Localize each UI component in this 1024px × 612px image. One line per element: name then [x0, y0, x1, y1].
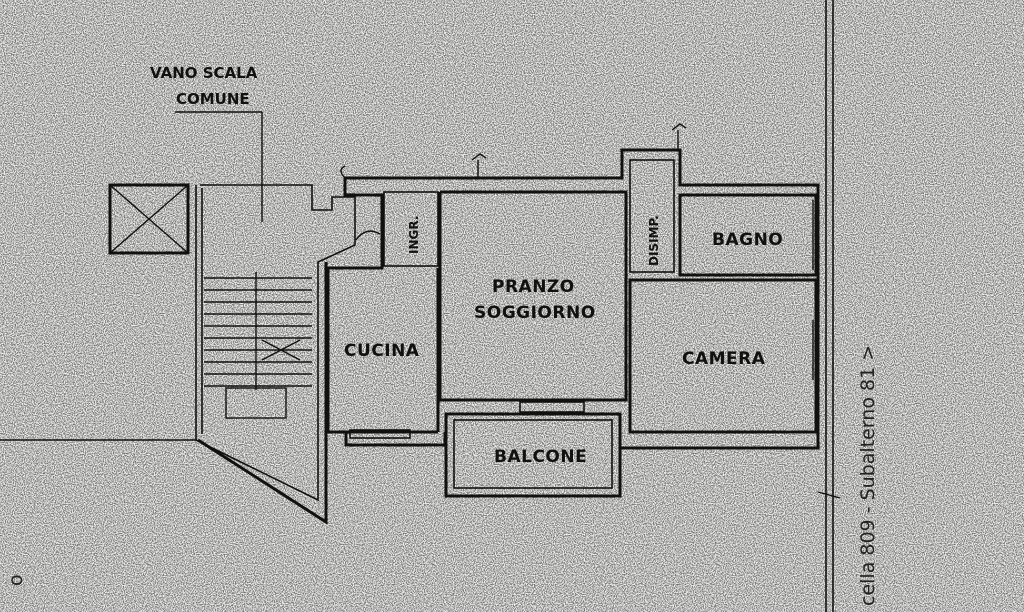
- label-balcone: BALCONE: [494, 447, 587, 467]
- elevator-shaft: [108, 183, 190, 255]
- property-boundary: [0, 0, 841, 612]
- apartment-walls: [326, 123, 820, 498]
- ingresso-outline: [383, 191, 439, 267]
- label-camera: CAMERA: [682, 349, 766, 369]
- disimpegno-outline: [629, 159, 675, 273]
- subalterno-annotation: cella 809 - Subalterno 81 >: [857, 345, 879, 606]
- label-bagno: BAGNO: [712, 230, 783, 250]
- stair-treads: [204, 272, 312, 419]
- balcone-outline: [444, 412, 622, 498]
- label-cucina: CUCINA: [344, 341, 420, 361]
- stair-hall: [175, 111, 356, 525]
- living-window: [519, 401, 585, 413]
- camera-outline: [628, 278, 818, 434]
- label-soggiorno: SOGGIORNO: [474, 303, 596, 323]
- label-disimpegno: DISIMP.: [647, 215, 661, 266]
- bagno-outline: [678, 193, 818, 277]
- label-ingresso: INGR.: [407, 216, 421, 254]
- label-vano-scala-line1: VANO SCALA: [150, 64, 258, 82]
- left-margin-fragment: o: [5, 574, 27, 586]
- kitchen-window: [349, 429, 411, 439]
- label-vano-scala-line2: COMUNE: [176, 90, 250, 108]
- label-pranzo: PRANZO: [492, 277, 575, 297]
